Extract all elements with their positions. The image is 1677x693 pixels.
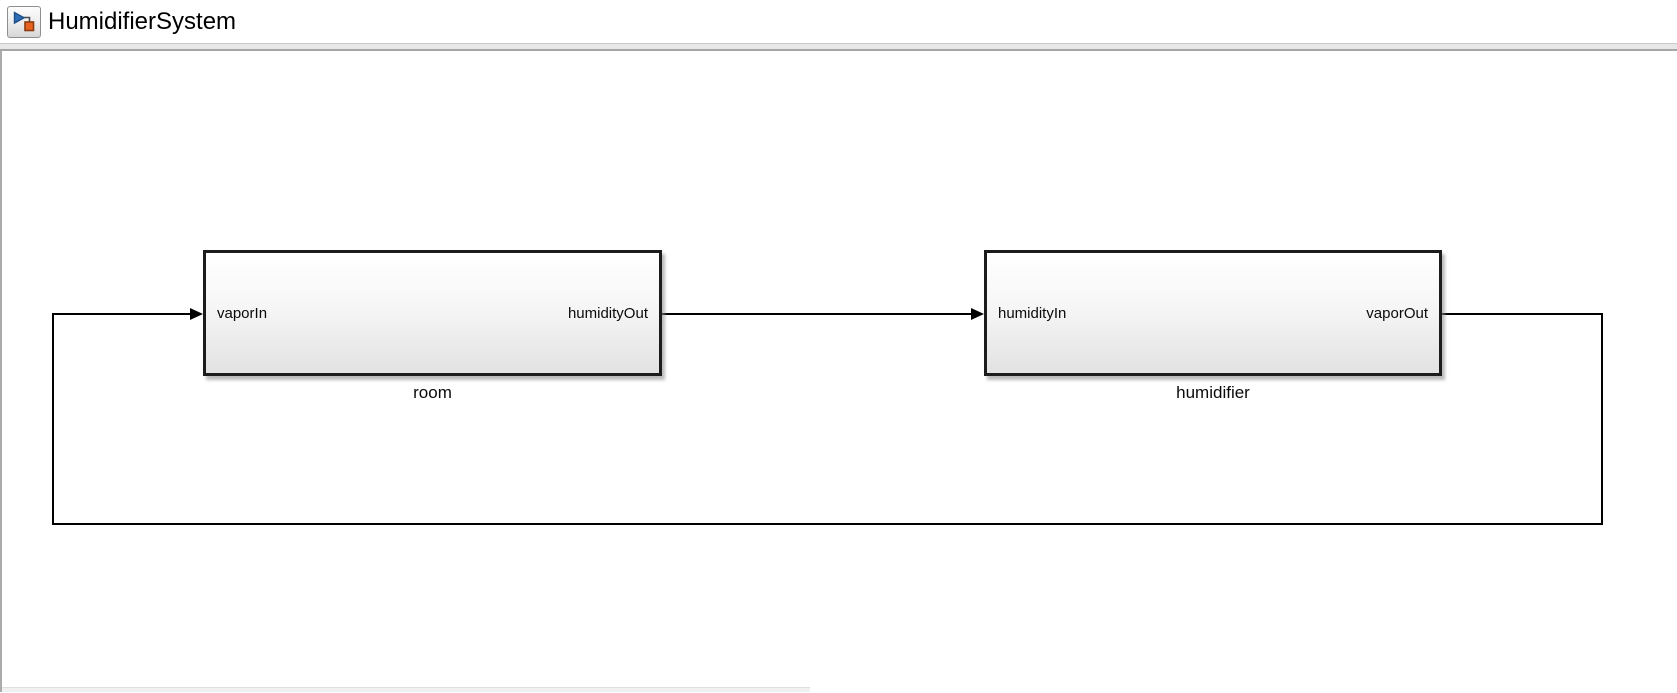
model-title[interactable]: HumidifierSystem (48, 8, 237, 35)
humidifier-output-port-label: vaporOut (1366, 304, 1428, 322)
arrowhead-into-humidifier (971, 308, 984, 320)
model-titlebar: HumidifierSystem (0, 0, 1677, 43)
wire-feedback-left-vertical[interactable] (52, 313, 54, 525)
room-input-port-label: vaporIn (217, 304, 268, 322)
diagram-canvas[interactable]: vaporIn humidityOut room humidityIn vapo… (0, 51, 1677, 692)
humidifier-block-name[interactable]: humidifier (1176, 383, 1250, 402)
titlebar-separator (0, 43, 1677, 51)
simulink-model-icon[interactable] (7, 5, 41, 38)
block-humidifier[interactable]: humidityIn vaporOut (984, 250, 1442, 376)
canvas-bottom-strip (2, 687, 810, 692)
wire-feedback-right-vertical[interactable] (1601, 313, 1603, 525)
wire-feedback-into-room[interactable] (52, 313, 190, 315)
block-diagram-glyph (13, 11, 35, 32)
room-block-name[interactable]: room (413, 383, 452, 402)
humidifier-input-port-label: humidityIn (998, 304, 1067, 322)
wire-feedback-top-right[interactable] (1442, 313, 1603, 315)
arrowhead-into-room (190, 308, 203, 320)
wire-room-to-humidifier[interactable] (662, 313, 972, 315)
room-output-port-label: humidityOut (567, 304, 648, 322)
canvas-left-border (0, 51, 2, 692)
block-room[interactable]: vaporIn humidityOut (203, 250, 662, 376)
wire-feedback-bottom[interactable] (52, 523, 1603, 525)
